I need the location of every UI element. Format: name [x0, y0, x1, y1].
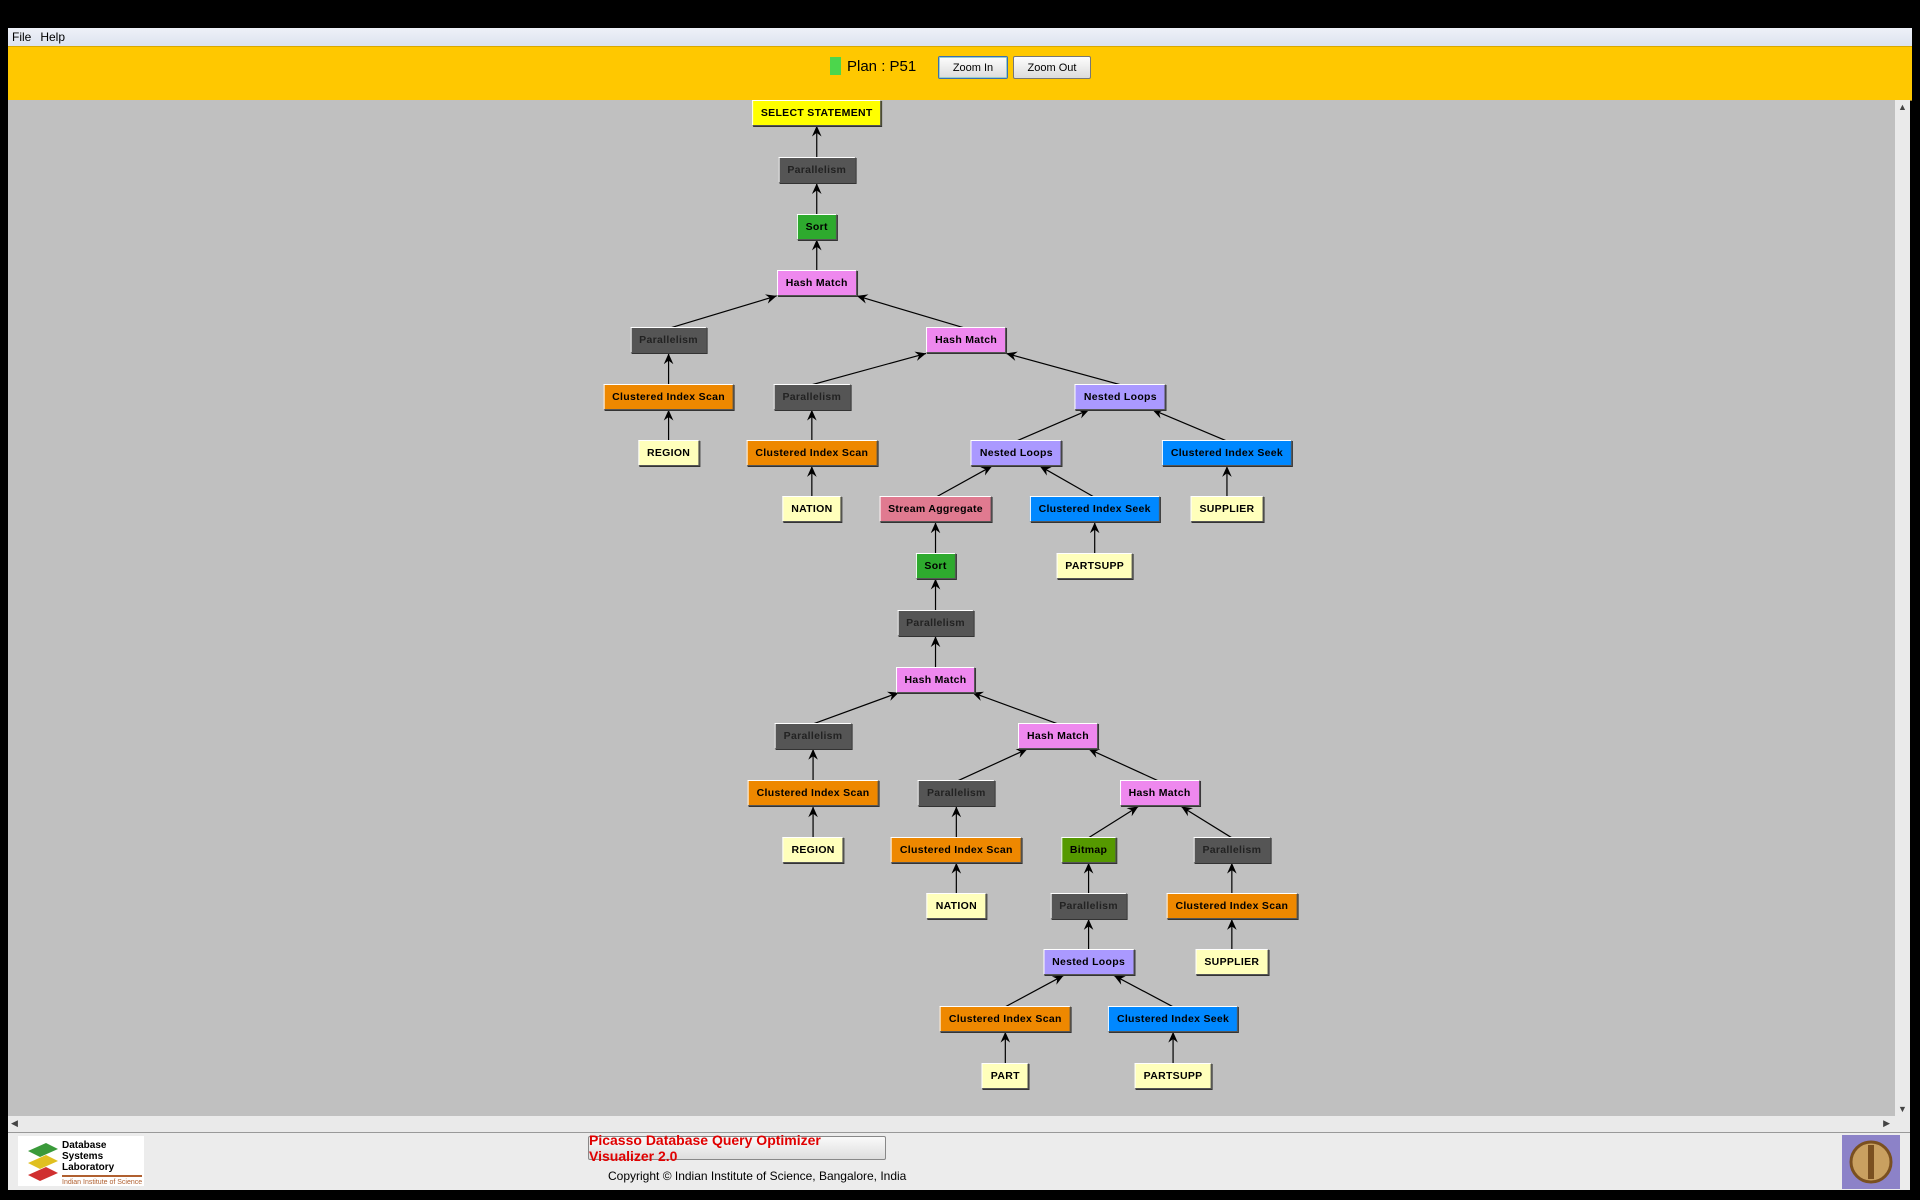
plan-indicator: Plan : P51	[830, 57, 916, 75]
plan-node-cis[interactable]: Clustered Index Scan	[939, 1005, 1071, 1032]
plan-edge	[1088, 748, 1160, 783]
app-title-button[interactable]: Picasso Database Query Optimizer Visuali…	[588, 1132, 886, 1164]
plan-edge	[856, 294, 967, 329]
plan-edge	[956, 748, 1028, 783]
menu-help[interactable]: Help	[40, 30, 66, 44]
plan-node-hash[interactable]: Hash Match	[1119, 780, 1200, 807]
plan-node-par[interactable]: Parallelism	[778, 157, 856, 184]
dsl-logo-line: Systems	[62, 1151, 104, 1162]
zoom-out-button[interactable]: Zoom Out	[1013, 56, 1091, 79]
plan-node-nl[interactable]: Nested Loops	[970, 440, 1062, 467]
menu-file[interactable]: File	[12, 30, 32, 44]
footer: Database Systems Laboratory Indian Insti…	[8, 1132, 1910, 1190]
plan-node-select[interactable]: SELECT STATEMENT	[751, 100, 882, 126]
plan-node-table[interactable]: NATION	[782, 496, 842, 523]
zoom-in-button[interactable]: Zoom In	[938, 56, 1008, 79]
plan-node-hash[interactable]: Hash Match	[776, 269, 857, 296]
plan-edge	[1113, 974, 1174, 1008]
plan-edge	[972, 691, 1059, 725]
plan-node-table[interactable]: PARTSUPP	[1134, 1063, 1212, 1090]
plan-node-table[interactable]: SUPPLIER	[1190, 496, 1264, 523]
plan-node-table[interactable]: PART	[981, 1063, 1029, 1090]
plan-node-cis[interactable]: Clustered Index Scan	[603, 383, 734, 410]
plan-node-cis[interactable]: Clustered Index Scan	[1166, 893, 1298, 920]
plan-node-seek[interactable]: Clustered Index Seek	[1161, 440, 1293, 467]
plan-node-seek[interactable]: Clustered Index Seek	[1029, 496, 1160, 523]
plan-node-par[interactable]: Parallelism	[1050, 893, 1127, 920]
plan-edge	[1180, 805, 1233, 839]
menu-bar: File Help	[8, 28, 1912, 46]
dsl-logo-line: Laboratory	[62, 1162, 115, 1173]
plan-node-table[interactable]: PARTSUPP	[1056, 552, 1134, 579]
plan-node-bitmap[interactable]: Bitmap	[1060, 836, 1117, 863]
plan-edge	[812, 691, 899, 725]
iisc-emblem-icon	[1842, 1135, 1900, 1189]
vertical-scrollbar[interactable]: ▲▼	[1895, 100, 1910, 1116]
plan-node-table[interactable]: REGION	[637, 440, 700, 467]
plan-node-cis[interactable]: Clustered Index Scan	[746, 440, 878, 467]
plan-edge	[935, 465, 993, 498]
plan-edge	[1005, 351, 1121, 386]
plan-edge	[1016, 409, 1090, 442]
dsl-logo-icon	[28, 1143, 58, 1181]
plan-edge	[1152, 409, 1228, 442]
dsl-logo-line: Indian Institute of Science	[62, 1175, 143, 1188]
plan-node-hash[interactable]: Hash Match	[1017, 722, 1098, 749]
plan-node-sort[interactable]: Sort	[915, 552, 956, 579]
plan-node-par[interactable]: Parallelism	[897, 610, 974, 637]
plan-edge	[1005, 974, 1064, 1008]
plan-edge	[668, 294, 777, 329]
plan-label: Plan : P51	[847, 57, 917, 75]
plan-node-agg[interactable]: Stream Aggregate	[879, 496, 992, 523]
plan-edge	[1039, 465, 1096, 498]
plan-node-seek[interactable]: Clustered Index Seek	[1107, 1005, 1239, 1032]
plan-edge	[811, 351, 927, 386]
plan-node-cis[interactable]: Clustered Index Scan	[890, 836, 1022, 863]
dsl-logo: Database Systems Laboratory Indian Insti…	[18, 1136, 144, 1186]
plan-edge	[1088, 805, 1139, 839]
plan-node-table[interactable]: NATION	[926, 893, 986, 920]
plan-color-swatch	[830, 57, 841, 75]
plan-node-par[interactable]: Parallelism	[774, 722, 852, 749]
plan-node-table[interactable]: SUPPLIER	[1195, 949, 1269, 976]
plan-node-par[interactable]: Parallelism	[917, 780, 995, 807]
plan-node-cis[interactable]: Clustered Index Scan	[747, 780, 879, 807]
plan-node-hash[interactable]: Hash Match	[895, 666, 976, 693]
plan-node-nl[interactable]: Nested Loops	[1074, 383, 1166, 410]
plan-node-hash[interactable]: Hash Match	[926, 327, 1007, 354]
copyright-text: Copyright © Indian Institute of Science,…	[608, 1169, 907, 1183]
plan-node-par[interactable]: Parallelism	[773, 383, 851, 410]
plan-edges	[663, 125, 1237, 1065]
plan-node-nl[interactable]: Nested Loops	[1043, 949, 1135, 976]
plan-node-par[interactable]: Parallelism	[630, 327, 707, 354]
plan-node-sort[interactable]: Sort	[796, 213, 837, 240]
toolbar: Plan : P51 Zoom In Zoom Out	[8, 46, 1912, 101]
dsl-logo-line: Database	[62, 1140, 107, 1151]
plan-node-par[interactable]: Parallelism	[1193, 836, 1271, 863]
horizontal-scrollbar[interactable]: ◀▶	[8, 1116, 1910, 1133]
plan-node-table[interactable]: REGION	[782, 836, 844, 863]
